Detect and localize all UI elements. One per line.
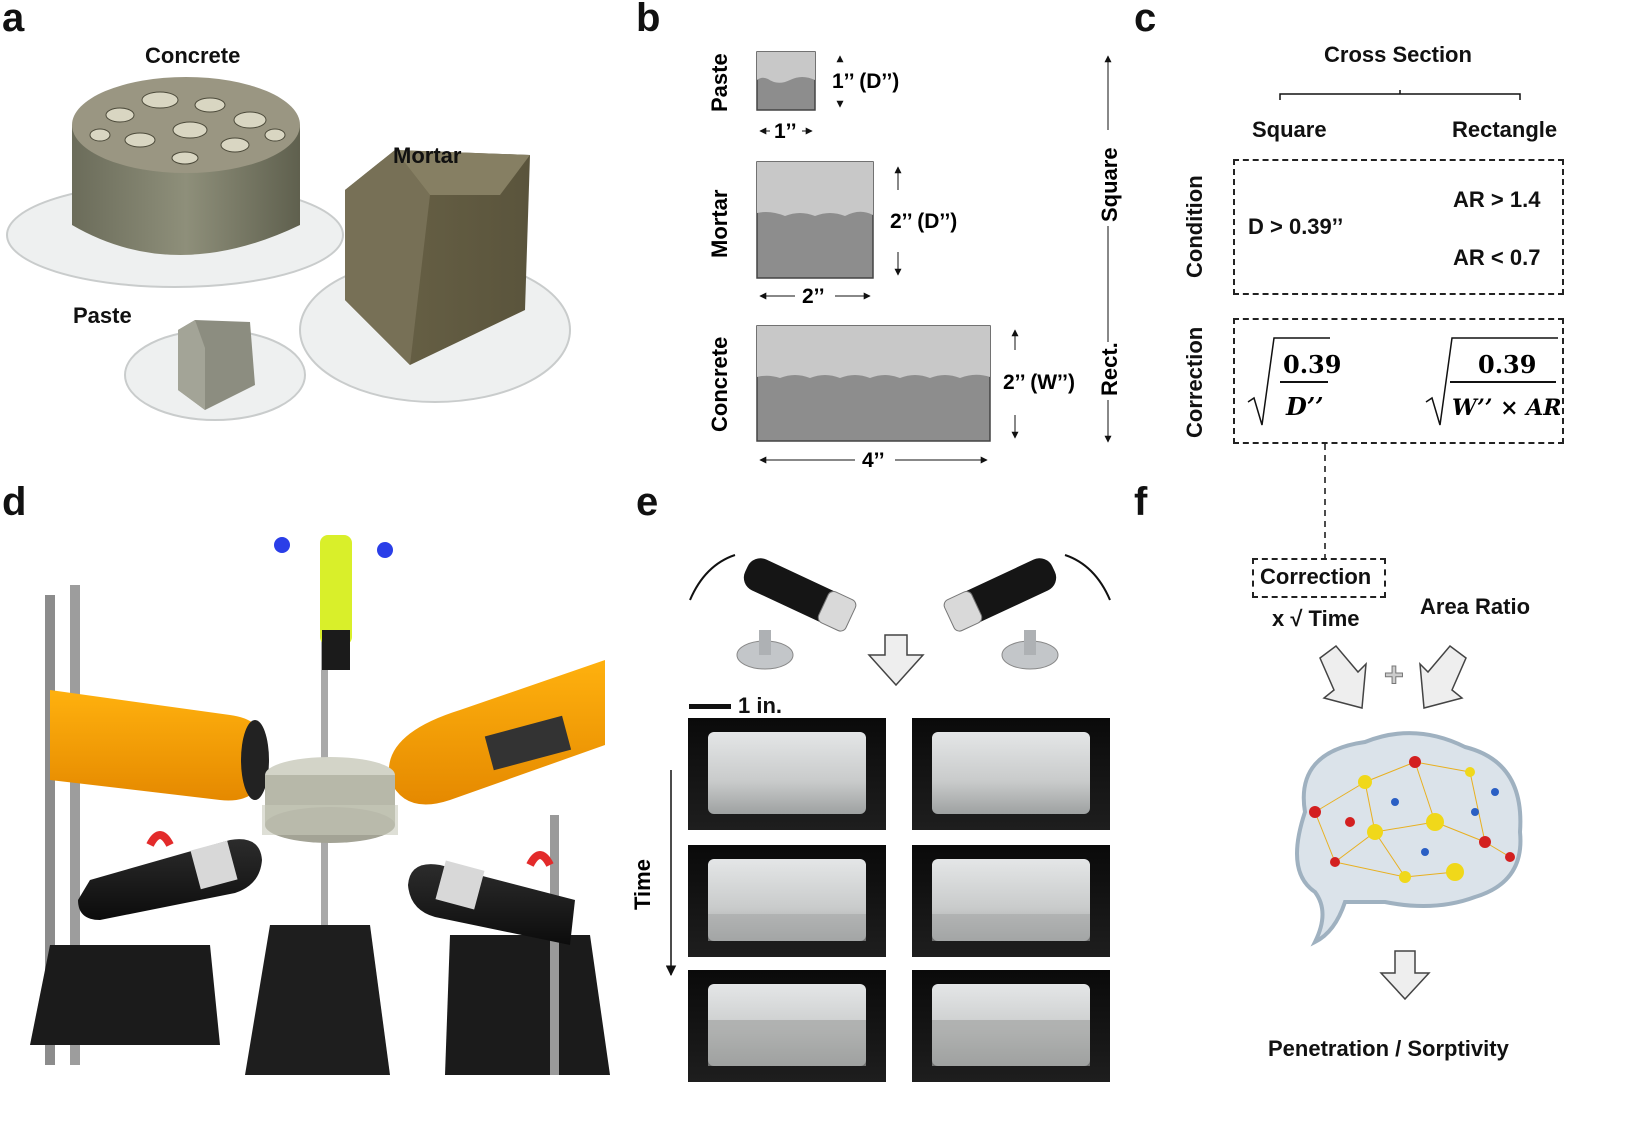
cross-section-bracket (1279, 90, 1521, 100)
concrete-name: Concrete (707, 337, 732, 432)
correction-formulas: 0.39 D’’ 0.39 W’’ × AR (1247, 337, 1560, 426)
area-ratio-label: Area Ratio (1420, 594, 1531, 619)
condition-rect-lower: AR < 0.7 (1453, 245, 1541, 270)
corr-rect-numerator: 0.39 (1478, 350, 1536, 379)
correction-input-label: Correction (1260, 564, 1372, 589)
mortar-height-label: 2’’ (D’’) (890, 210, 957, 233)
panel-label-e: e (636, 480, 659, 524)
label-paste: Paste (73, 303, 132, 328)
cross-section-title: Cross Section (1324, 42, 1472, 67)
panel-label-b: b (636, 0, 661, 40)
panel-label-f: f (1134, 480, 1148, 524)
concrete-width-label: 4’’ (862, 449, 885, 472)
paste-width-label: 1’’ (774, 120, 797, 143)
time-axis: Time (630, 770, 677, 977)
correction-label: Correction (1182, 326, 1207, 438)
scale-bar-label: 1 in. (738, 693, 783, 718)
paste-height-label: 1’’ (D’’) (832, 70, 899, 93)
condition-rect-upper: AR > 1.4 (1453, 187, 1541, 212)
specimen-dimension-diagram: 1’’ (D’’) 1’’ 2’’ (D’’) 2’’ 2’’ (W’’) 4’… (707, 51, 1122, 472)
output-label: Penetration / Sorptivity (1268, 1036, 1509, 1061)
time-series-grid (688, 718, 1110, 1082)
time-input-label: x √ Time (1272, 606, 1360, 631)
label-concrete: Concrete (145, 43, 240, 68)
input-arrows: + (1319, 644, 1467, 709)
specimens-photo: Concrete Mortar Paste (6, 43, 571, 421)
mortar-width-label: 2’’ (802, 285, 825, 308)
condition-box (1233, 159, 1564, 295)
panel-label-c: c (1134, 0, 1157, 40)
corr-rect-denominator: W’’ × AR (1452, 395, 1560, 421)
time-label: Time (630, 859, 655, 910)
corr-square-denominator: D’’ (1285, 392, 1324, 421)
corr-square-numerator: 0.39 (1283, 350, 1341, 379)
condition-square: D > 0.39’’ (1248, 214, 1344, 239)
square-axis-label: Square (1097, 147, 1122, 222)
mortar-name: Mortar (707, 189, 732, 258)
panel-label-a: a (2, 0, 25, 40)
correction-input-box (1252, 558, 1386, 598)
plus-sign: + (1384, 656, 1404, 694)
microscope-pair-illustration (689, 554, 1111, 687)
panel-label-d: d (2, 480, 27, 524)
rectangle-column-header: Rectangle (1452, 117, 1558, 142)
paste-name: Paste (707, 53, 732, 112)
concrete-height-label: 2’’ (W’’) (1003, 371, 1075, 394)
condition-label: Condition (1182, 175, 1207, 278)
neural-network-brain (1295, 731, 1523, 947)
output-arrow (1379, 950, 1431, 1001)
setup-photo (30, 535, 610, 1075)
frame-row-2 (688, 845, 1110, 957)
scale-bar (689, 704, 731, 709)
dashed-connector (1324, 444, 1326, 559)
label-mortar: Mortar (393, 143, 462, 168)
correction-box (1233, 318, 1564, 444)
square-column-header: Square (1252, 117, 1327, 142)
frame-row-1 (688, 718, 1110, 830)
frame-row-3 (688, 970, 1110, 1082)
rect-axis-label: Rect. (1097, 342, 1122, 396)
